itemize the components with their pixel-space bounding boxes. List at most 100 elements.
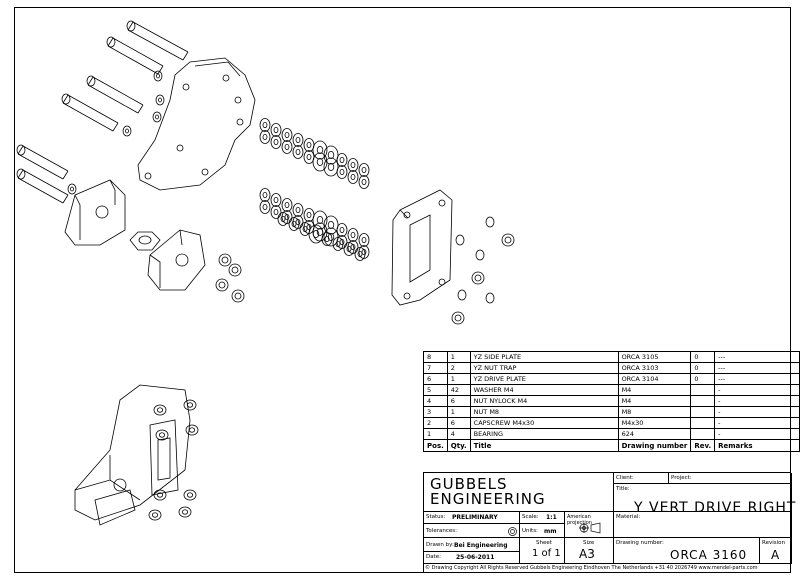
size-cell: Size A3 bbox=[565, 538, 614, 564]
projection-symbol-icon bbox=[579, 522, 601, 534]
units-value: mm bbox=[544, 528, 557, 535]
status-cell: Status: PRELIMINARY bbox=[424, 512, 520, 524]
bom-cell-qty: 6 bbox=[446, 395, 471, 407]
project-cell: Project: bbox=[669, 473, 792, 484]
bom-cell-rev bbox=[690, 417, 716, 429]
bom-cell-rev: 0 bbox=[690, 351, 716, 363]
date-label: Date: bbox=[426, 554, 441, 560]
bom-header-remarks: Remarks bbox=[714, 439, 800, 452]
projection-cell: American projection bbox=[565, 512, 614, 538]
sheet-label: Sheet bbox=[536, 540, 552, 546]
bom-cell-drawing: ORCA 3105 bbox=[617, 351, 692, 363]
scale-label: Scale: bbox=[522, 514, 539, 520]
bom-cell-pos: 4 bbox=[423, 395, 448, 407]
bom-cell-pos: 7 bbox=[423, 362, 448, 374]
bom-cell-rev bbox=[690, 384, 716, 396]
capscrew-group-top bbox=[16, 20, 189, 204]
drawn-by-cell: Drawn by: Bei Engineering bbox=[424, 538, 520, 552]
drawing-title: Y VERT DRIVE RIGHT bbox=[634, 500, 797, 516]
drawn-by-label: Drawn by: bbox=[426, 542, 454, 548]
bom-cell-title: NUT M8 bbox=[469, 406, 619, 418]
bom-cell-rev: 0 bbox=[690, 362, 716, 374]
client-label: Client: bbox=[616, 475, 634, 481]
tolerances-label: Tolerances: bbox=[426, 528, 457, 534]
size-label: Size bbox=[583, 540, 595, 546]
drawing-number-value: ORCA 3160 bbox=[670, 548, 748, 562]
nut-trap-hole bbox=[95, 205, 109, 219]
bom-cell-pos: 8 bbox=[423, 351, 448, 363]
material-label: Material: bbox=[616, 514, 641, 520]
nylock-nuts-middle bbox=[215, 253, 245, 303]
bom-cell-title: BEARING bbox=[469, 428, 619, 440]
project-label: Project: bbox=[671, 475, 692, 481]
drawing-frame bbox=[14, 7, 791, 573]
drawing-number-label: Drawing number: bbox=[616, 540, 664, 546]
side-plate bbox=[137, 57, 256, 191]
bom-cell-qty: 1 bbox=[446, 351, 471, 363]
company-name: GUBBELS ENGINEERING bbox=[430, 477, 546, 507]
bom-header-pos: Pos. bbox=[423, 439, 448, 452]
bom-cell-pos: 6 bbox=[423, 373, 448, 385]
bom-cell-remarks: - bbox=[714, 428, 800, 440]
bom-cell-qty: 4 bbox=[446, 428, 471, 440]
bom-cell-qty: 1 bbox=[446, 406, 471, 418]
bom-cell-remarks: - bbox=[714, 406, 800, 418]
status-label: Status: bbox=[426, 514, 446, 520]
company-line1: GUBBELS bbox=[430, 475, 508, 493]
bom-cell-drawing: M4 bbox=[617, 395, 692, 407]
drive-plate bbox=[391, 189, 453, 306]
material-cell: Material: bbox=[614, 512, 792, 538]
bom-cell-rev bbox=[690, 428, 716, 440]
washer-group-left bbox=[67, 70, 165, 195]
bom-cell-drawing: M4x30 bbox=[617, 417, 692, 429]
bom-cell-remarks: - bbox=[714, 395, 800, 407]
bom-cell-drawing: 624 bbox=[617, 428, 692, 440]
company-cell: GUBBELS ENGINEERING bbox=[424, 473, 614, 512]
bearing-stack-upper bbox=[259, 118, 370, 189]
scale-cell: Scale: 1:1 bbox=[520, 512, 565, 524]
nut-trap-right bbox=[147, 229, 206, 291]
status-value: PRELIMINARY bbox=[452, 514, 498, 521]
projection-label: American projection bbox=[567, 514, 592, 526]
date-value: 25-06-2011 bbox=[456, 554, 495, 561]
bom-cell-qty: 2 bbox=[446, 362, 471, 374]
drive-plate-holes bbox=[403, 199, 446, 300]
sheet-value: 1 of 1 bbox=[532, 548, 561, 559]
bom-cell-remarks: - bbox=[714, 417, 800, 429]
scale-value: 1:1 bbox=[546, 514, 557, 521]
bom-cell-qty: 6 bbox=[446, 417, 471, 429]
revision-value: A bbox=[771, 548, 780, 562]
bom-cell-pos: 3 bbox=[423, 406, 448, 418]
bom-cell-drawing: M8 bbox=[617, 406, 692, 418]
bom-cell-remarks: --- bbox=[714, 373, 800, 385]
tolerances-cell: Tolerances: bbox=[424, 524, 520, 538]
bom-cell-remarks: - bbox=[714, 384, 800, 396]
copyright-footer: © Drawing Copyright All Rights Reserved … bbox=[425, 565, 758, 571]
bom-cell-title: YZ SIDE PLATE bbox=[469, 351, 619, 363]
units-label: Units: bbox=[522, 528, 538, 534]
bom-cell-drawing: ORCA 3103 bbox=[617, 362, 692, 374]
drawing-number-cell: Drawing number: ORCA 3160 bbox=[614, 538, 760, 564]
client-cell: Client: bbox=[614, 473, 669, 484]
title-cell: Title: Y VERT DRIVE RIGHT bbox=[614, 484, 795, 516]
side-plate-holes bbox=[144, 74, 244, 180]
assembled-view bbox=[74, 384, 199, 526]
hardware-right bbox=[451, 216, 515, 325]
bom-cell-remarks: --- bbox=[714, 351, 800, 363]
bom-cell-pos: 1 bbox=[423, 428, 448, 440]
sheet-cell: Sheet 1 of 1 bbox=[520, 538, 565, 564]
title-label: Title: bbox=[616, 486, 630, 492]
revision-cell: Revision A bbox=[760, 538, 792, 564]
bom-header-row: Pos. Qty. Title Drawing number Rev. Rema… bbox=[423, 439, 800, 452]
bearing-stack-lower bbox=[259, 188, 370, 261]
nut-trap-left bbox=[64, 179, 126, 246]
bom-cell-title: CAPSCREW M4x30 bbox=[469, 417, 619, 429]
bom-cell-drawing: ORCA 3104 bbox=[617, 373, 692, 385]
bom-cell-rev: 0 bbox=[690, 373, 716, 385]
